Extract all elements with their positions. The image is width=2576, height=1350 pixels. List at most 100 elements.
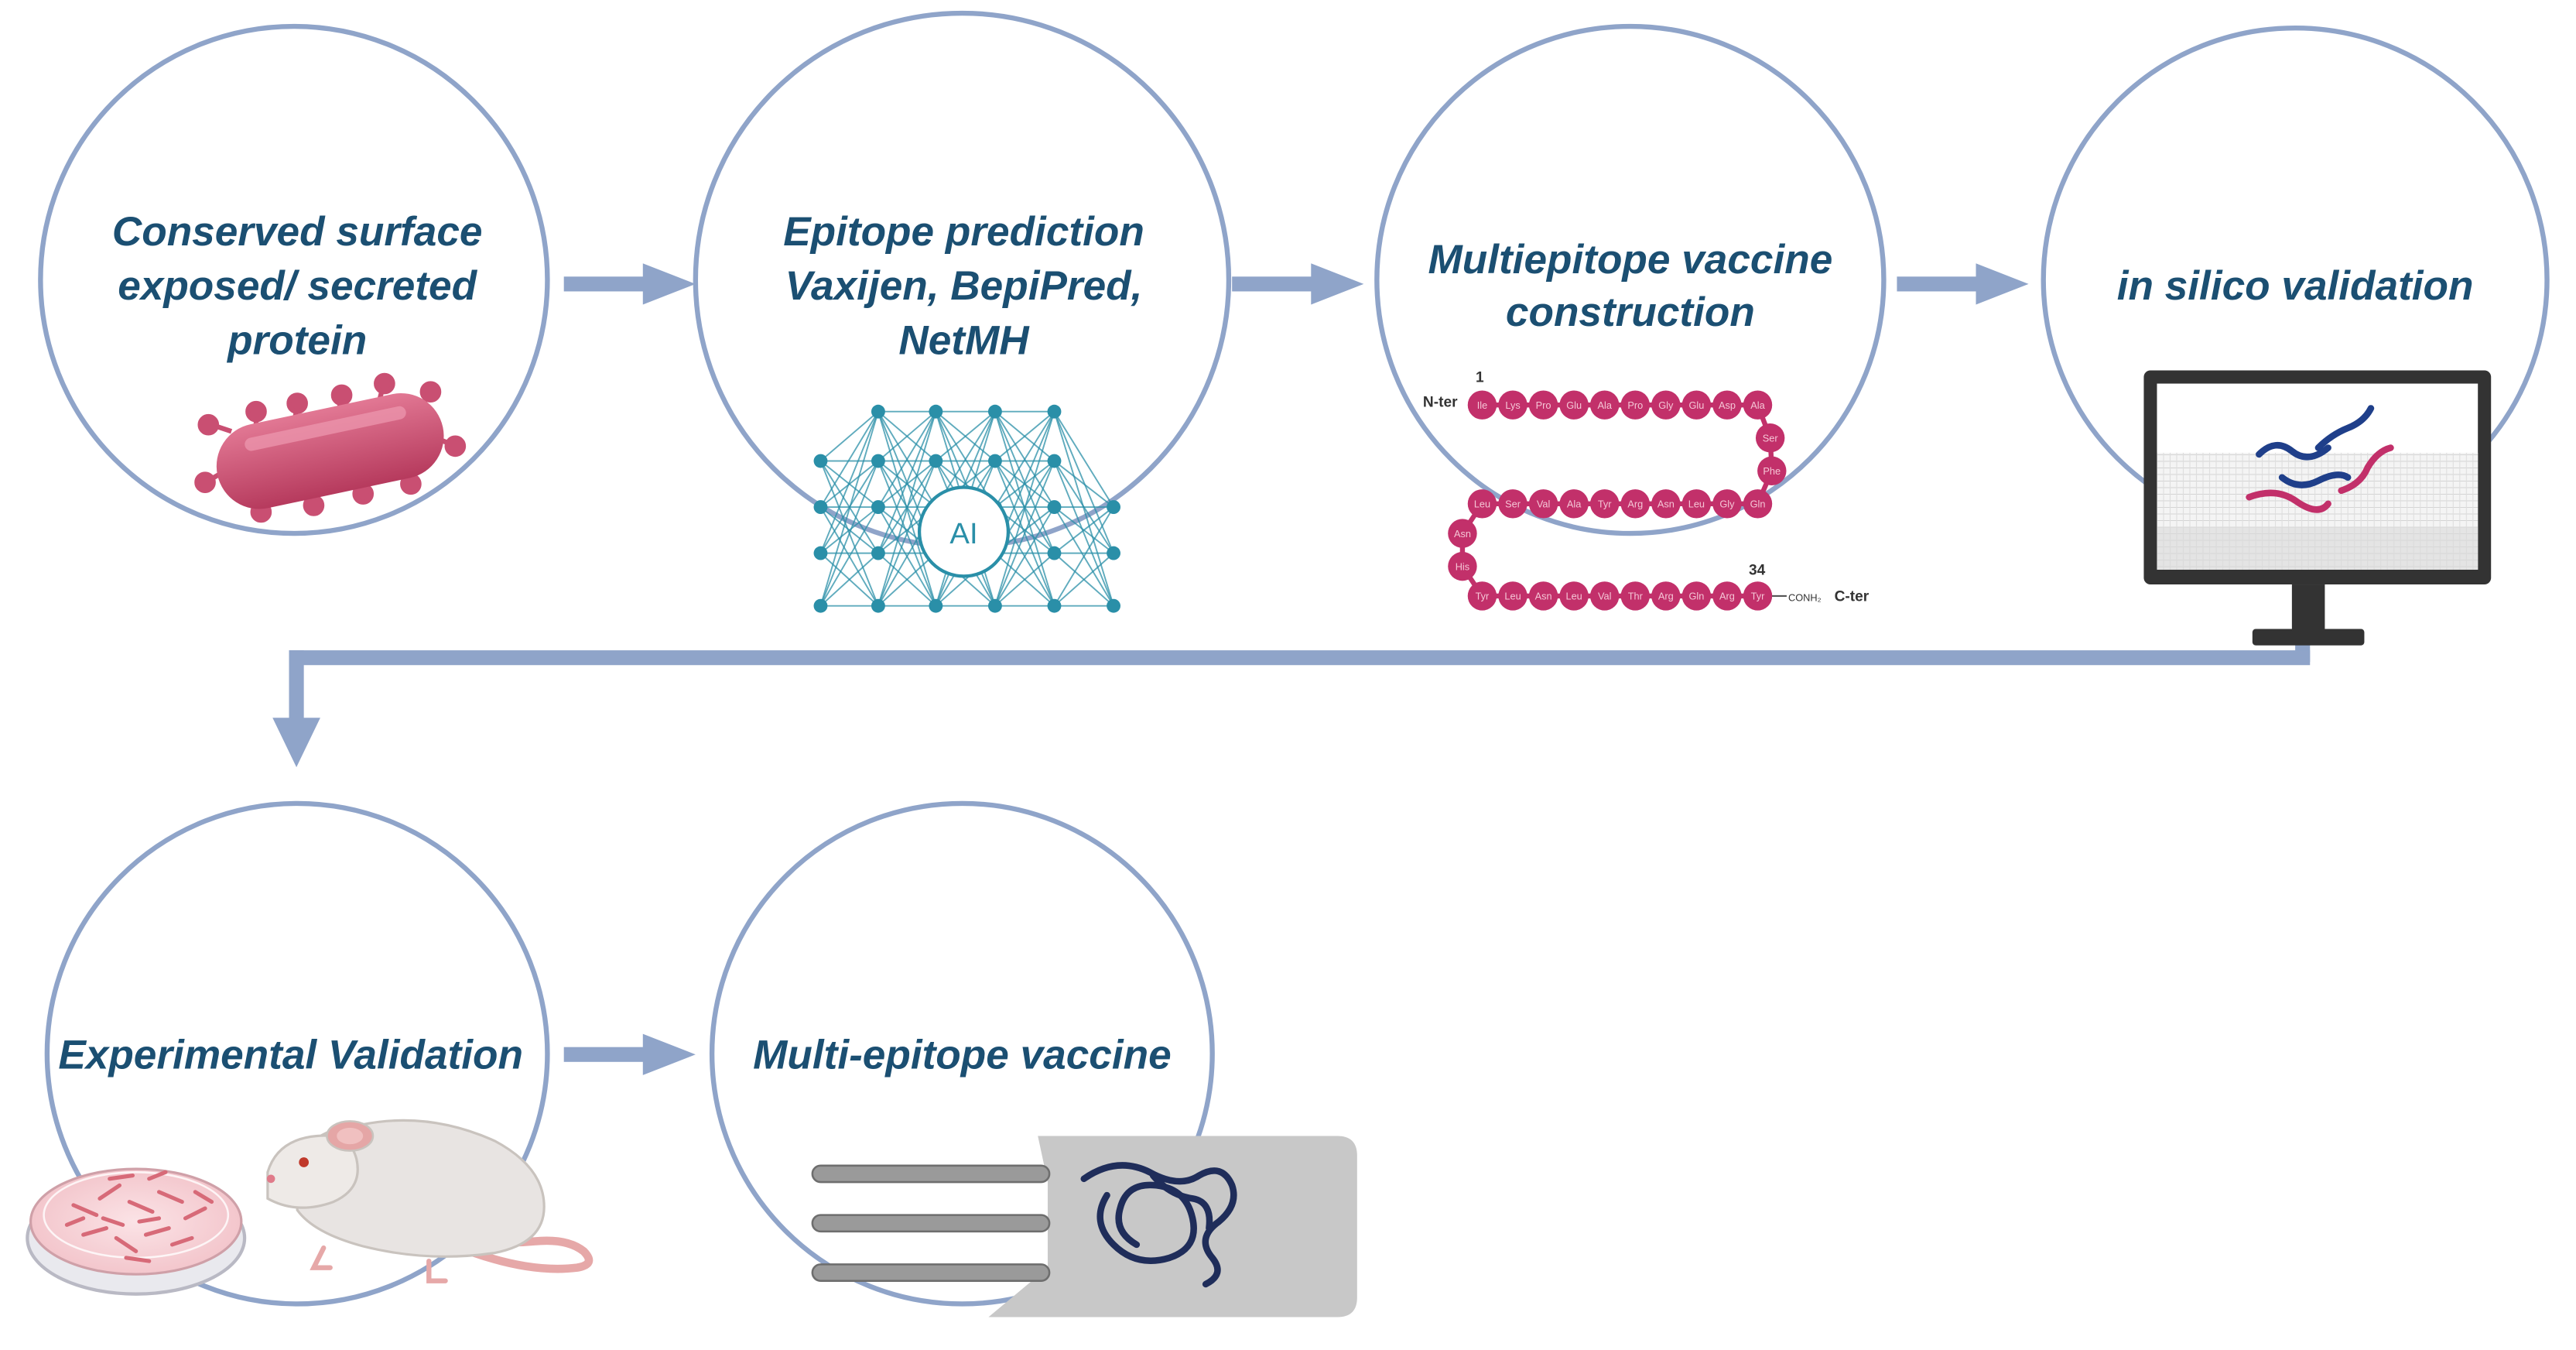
amino-acid-label: Ile bbox=[1477, 399, 1487, 411]
arrow-5-6 bbox=[563, 1033, 696, 1075]
network-edge bbox=[877, 411, 937, 606]
amino-acid-label: Phe bbox=[1763, 465, 1781, 477]
step1-title-line2: exposed/ secreted bbox=[118, 263, 477, 309]
amino-acid-bead bbox=[1559, 489, 1589, 519]
network-edge bbox=[819, 410, 879, 462]
amino-acid-label: His bbox=[1456, 560, 1469, 572]
network-node bbox=[1047, 598, 1062, 613]
network-edge bbox=[877, 410, 936, 462]
step4-title: in silico validation bbox=[2117, 263, 2474, 309]
amino-acid-bead bbox=[1757, 456, 1787, 485]
amino-acid-label: Ala bbox=[1567, 498, 1582, 509]
flow-arrows bbox=[272, 263, 2311, 1075]
amino-acid-bead bbox=[1498, 390, 1527, 420]
amino-acid-label: Gly bbox=[1719, 498, 1735, 509]
network-node bbox=[1107, 598, 1120, 613]
amino-acid-label: Leu bbox=[1688, 498, 1705, 509]
step3-circle bbox=[1374, 23, 1887, 536]
amino-acid-bead bbox=[1620, 390, 1650, 420]
network-node bbox=[813, 500, 828, 514]
amino-acid-bead bbox=[1651, 390, 1681, 420]
network-edge bbox=[819, 411, 879, 553]
network-edge bbox=[877, 552, 937, 607]
step6-circle bbox=[709, 800, 1215, 1307]
network-edge bbox=[877, 411, 937, 553]
amino-acid-label: Arg bbox=[1719, 591, 1735, 602]
network-node bbox=[1047, 500, 1062, 514]
amino-acid-bead bbox=[1755, 423, 1785, 453]
amino-acid-label: Ala bbox=[1597, 399, 1612, 411]
network-edge bbox=[877, 411, 937, 508]
step-titles: Conserved surface exposed/ secreted prot… bbox=[58, 209, 2473, 1078]
amino-acid-label: Arg bbox=[1627, 498, 1643, 509]
amino-acid-bead bbox=[1559, 390, 1589, 420]
amino-acid-label: Pro bbox=[1536, 399, 1551, 411]
network-edge bbox=[1053, 506, 1114, 554]
network-node bbox=[1047, 546, 1062, 560]
peptide-c-terminus: C-ter bbox=[1835, 588, 1870, 605]
network-node bbox=[929, 404, 943, 419]
amino-acid-label: Asn bbox=[1657, 498, 1675, 509]
network-edge bbox=[1053, 411, 1114, 553]
step2-title-line2: Vaxijen, BepiPred, bbox=[785, 263, 1143, 309]
amino-acid-label: Leu bbox=[1474, 498, 1490, 509]
amino-acid-label: Tyr bbox=[1598, 498, 1612, 509]
amino-acid-bead bbox=[1743, 581, 1773, 611]
amino-acid-label: Glu bbox=[1566, 399, 1582, 411]
network-node bbox=[871, 546, 885, 560]
network-edge bbox=[994, 410, 1055, 462]
network-edge bbox=[994, 506, 1055, 607]
amino-acid-bead bbox=[1681, 489, 1712, 519]
network-edge bbox=[1053, 506, 1114, 607]
petri-dish-icon bbox=[26, 1167, 247, 1296]
step5-circle bbox=[44, 800, 550, 1307]
network-edge bbox=[819, 506, 879, 607]
network-edge bbox=[1053, 461, 1114, 607]
amino-acid-bead bbox=[1528, 489, 1558, 519]
network-edge bbox=[1053, 411, 1114, 606]
amino-acid-bead bbox=[1528, 581, 1558, 611]
network-node bbox=[987, 454, 1002, 468]
network-node bbox=[813, 546, 828, 560]
network-node bbox=[871, 404, 885, 419]
amino-acid-bead bbox=[1528, 390, 1558, 420]
amino-acid-bead bbox=[1743, 489, 1773, 519]
vaccine-antigen-tangle bbox=[1080, 1162, 1237, 1288]
network-edge bbox=[1053, 552, 1114, 607]
step1-circle bbox=[38, 23, 550, 536]
peptide-start-index: 1 bbox=[1476, 369, 1484, 385]
step2-title-line3: NetMH bbox=[898, 317, 1030, 363]
network-edge bbox=[819, 411, 879, 508]
amino-acid-bead bbox=[1589, 390, 1620, 420]
amino-acid-bead bbox=[1620, 489, 1650, 519]
step1-title-line1: Conserved surface bbox=[112, 209, 483, 255]
amino-acid-label: Val bbox=[1537, 498, 1550, 509]
amino-acid-label: Asn bbox=[1535, 591, 1552, 602]
network-node bbox=[813, 454, 828, 468]
amino-acid-bead bbox=[1467, 390, 1497, 420]
amino-acid-bead bbox=[1467, 581, 1497, 611]
amino-acid-label: Asp bbox=[1719, 399, 1736, 411]
network-node bbox=[987, 598, 1002, 613]
amino-acid-bead bbox=[1743, 390, 1773, 420]
amino-acid-bead bbox=[1651, 581, 1681, 611]
step2-title-line1: Epitope prediction bbox=[783, 209, 1144, 255]
computer-monitor-icon bbox=[2143, 370, 2492, 646]
network-node bbox=[871, 454, 885, 468]
network-node bbox=[987, 404, 1002, 419]
network-edge bbox=[935, 410, 996, 462]
peptide-c-group: CONH₂ bbox=[1788, 591, 1822, 603]
amino-acid-label: Arg bbox=[1658, 591, 1674, 602]
network-edge bbox=[877, 461, 937, 607]
amino-acid-bead bbox=[1589, 581, 1620, 611]
network-edge bbox=[819, 552, 879, 607]
amino-acid-bead bbox=[1467, 489, 1497, 519]
network-edge bbox=[819, 461, 879, 607]
microneedle-rods bbox=[811, 1164, 1051, 1282]
network-node bbox=[929, 598, 943, 613]
amino-acid-bead bbox=[1712, 581, 1742, 611]
amino-acid-bead bbox=[1681, 581, 1712, 611]
amino-acid-label: Tyr bbox=[1751, 591, 1765, 602]
